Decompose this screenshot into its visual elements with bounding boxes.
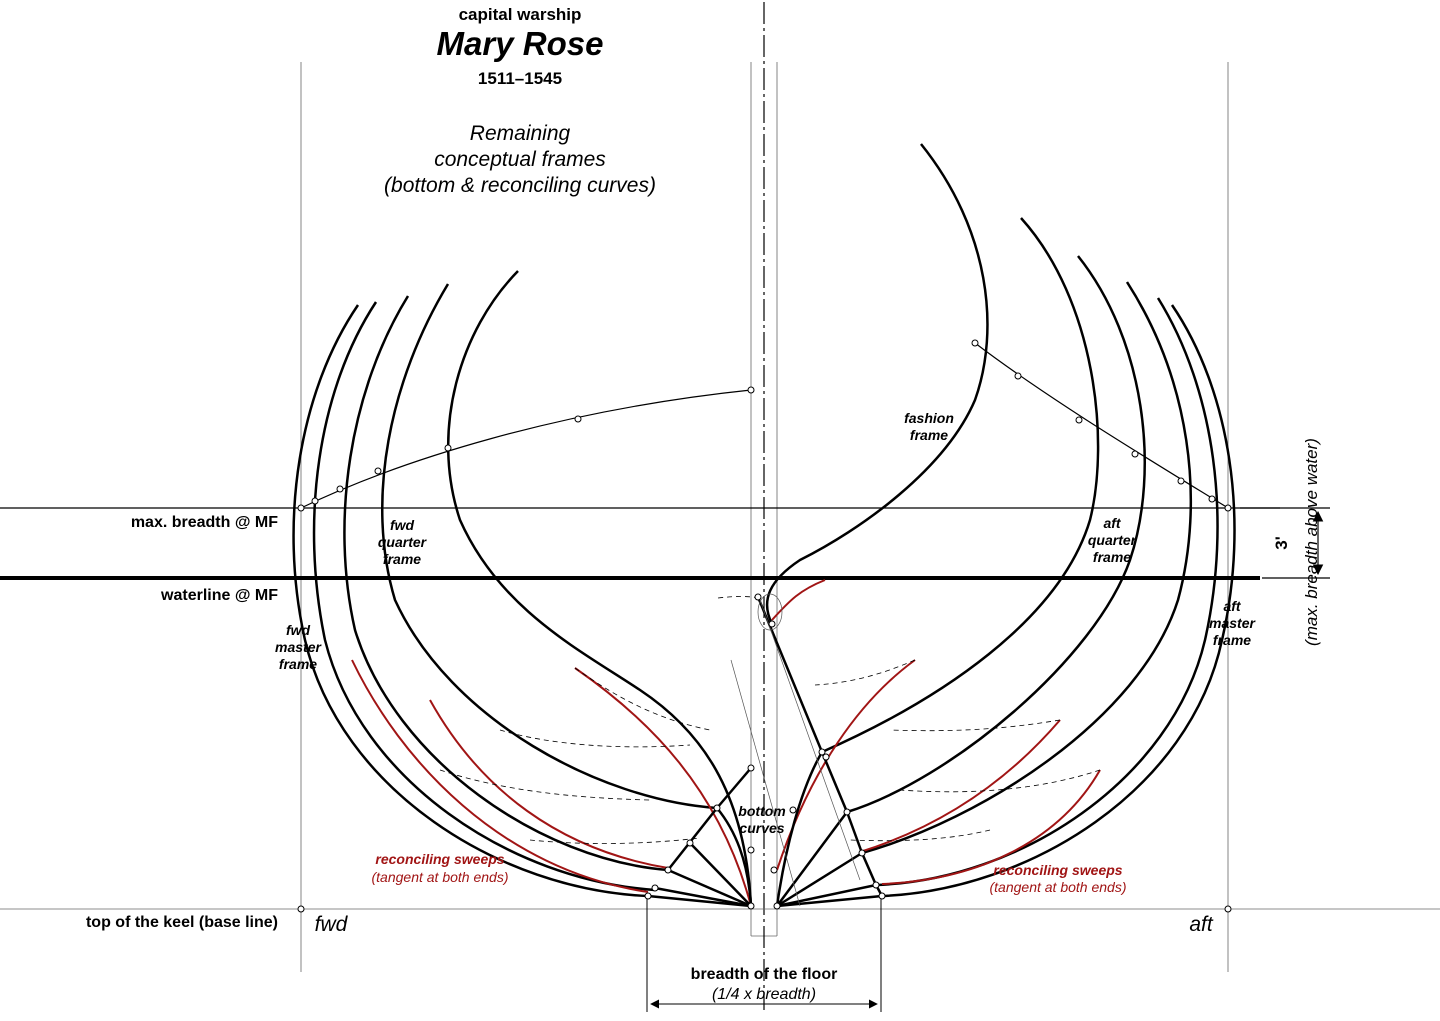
title-line1: capital warship bbox=[458, 5, 582, 24]
fwd-end-label: fwd bbox=[314, 913, 348, 936]
subtitle-line3: (bottom & reconciling curves) bbox=[384, 174, 656, 197]
nodes bbox=[297, 339, 1232, 913]
fwd-master-frames bbox=[292, 270, 753, 907]
fwd-master-frame-label: fwd master frame bbox=[275, 622, 321, 672]
title-dates: 1511–1545 bbox=[477, 69, 563, 88]
page-title: Mary Rose bbox=[436, 25, 604, 62]
floor-label: breadth of the floor bbox=[690, 966, 838, 983]
bottom-fan-aft bbox=[756, 596, 884, 908]
floor-sub: (1/4 x breadth) bbox=[711, 986, 817, 1003]
reconciling-sweeps-fwd bbox=[351, 659, 752, 907]
fashion-frame bbox=[765, 143, 989, 625]
max-breadth-label: max. breadth @ MF bbox=[130, 514, 278, 531]
aft-master-frame-label: aft master frame bbox=[1209, 598, 1255, 648]
aft-master-frames bbox=[821, 217, 1236, 898]
subtitle-line2: conceptual frames bbox=[434, 148, 606, 171]
keel-label: top of the keel (base line) bbox=[85, 914, 278, 931]
reconciling-sweeps-aft bbox=[771, 579, 1101, 885]
vertical-guides bbox=[300, 62, 1229, 972]
waterline-label: waterline @ MF bbox=[161, 587, 278, 604]
fwd-sweeps-sub: (tangent at both ends) bbox=[371, 869, 509, 885]
aft-sweeps-label: reconciling sweeps bbox=[993, 862, 1123, 878]
dimension-value: 3' bbox=[1272, 536, 1291, 550]
construction-lines bbox=[730, 593, 861, 907]
dashed-arcs bbox=[439, 596, 1101, 844]
sheer-curves bbox=[300, 342, 1229, 509]
aft-quarter-frame-label: aft quarter frame bbox=[1087, 515, 1137, 565]
bottom-curves-label: bottom curves bbox=[738, 803, 786, 836]
dimension-note: (max. breadth above water) bbox=[1302, 438, 1321, 646]
aft-end-label: aft bbox=[1189, 913, 1213, 936]
fashion-frame-label: fashion frame bbox=[904, 410, 954, 443]
dimension-3ft bbox=[1240, 507, 1330, 579]
subtitle-line1: Remaining bbox=[469, 122, 571, 145]
fwd-quarter-frame-label: fwd quarter frame bbox=[377, 517, 427, 567]
aft-sweeps-sub: (tangent at both ends) bbox=[989, 879, 1127, 895]
fwd-sweeps-label: reconciling sweeps bbox=[375, 851, 505, 867]
floor-dimension bbox=[646, 898, 882, 1012]
